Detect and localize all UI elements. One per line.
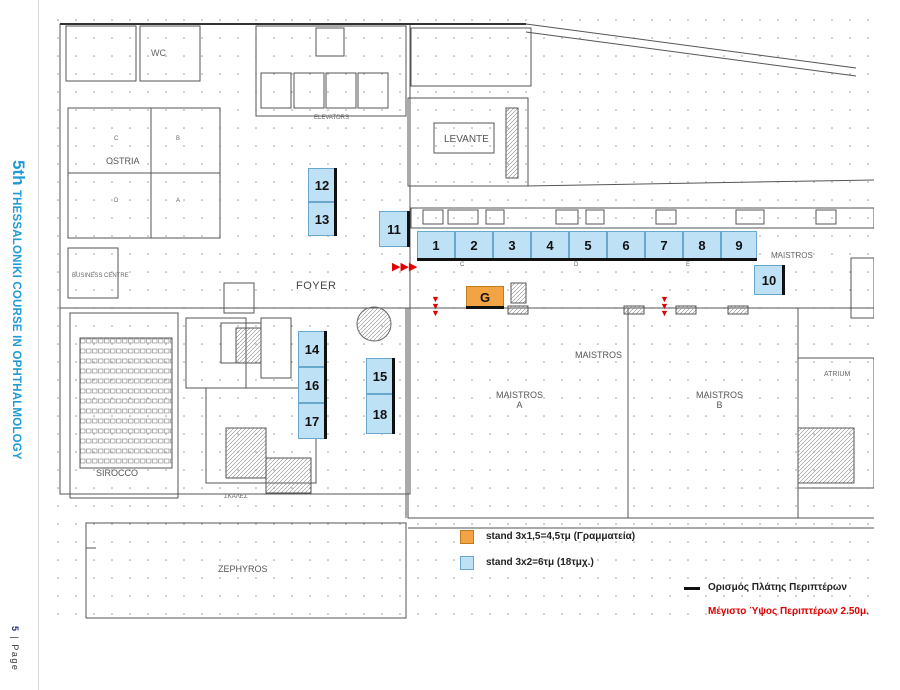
sirocco-label: SIROCCO <box>96 468 139 478</box>
entrance-arrows-right: ▼▼▼ <box>660 294 669 318</box>
stand-10[interactable]: 10 <box>754 265 784 295</box>
page-divider <box>38 0 39 690</box>
stand-9[interactable]: 9 <box>721 231 757 259</box>
zone-e-label: E <box>686 262 691 268</box>
stand-7[interactable]: 7 <box>645 231 683 259</box>
width-marker-12-13 <box>334 168 337 236</box>
stand-g[interactable]: G <box>466 286 504 308</box>
stand-17[interactable]: 17 <box>298 403 326 439</box>
stand-8[interactable]: 8 <box>683 231 721 259</box>
zephyros-label: ZEPHYROS <box>218 564 268 574</box>
stand-2[interactable]: 2 <box>455 231 493 259</box>
foyer-label: FOYER <box>296 280 337 292</box>
maistros-right-label: MAISTROS <box>771 251 813 260</box>
ostria-b-label: B <box>176 136 181 142</box>
ostria-label: OSTRIA <box>106 156 140 166</box>
stand-5[interactable]: 5 <box>569 231 607 259</box>
levante-label: LEVANTE <box>444 134 489 145</box>
zone-c-label: C <box>460 262 465 268</box>
ostria-d-label: D <box>114 198 119 204</box>
legend-width-dash <box>684 587 700 590</box>
course-title: 5th THESSALONIKI COURSE IN OPHTHALMOLOGY <box>2 160 32 520</box>
stairs-label: ΣΚΑΛΕΣ <box>224 494 248 500</box>
stand-15[interactable]: 15 <box>366 358 394 394</box>
entrance-arrows-mid: ▼▼▼ <box>431 294 440 318</box>
stand-13[interactable]: 13 <box>308 202 336 236</box>
wc-label: WC <box>151 48 166 58</box>
width-marker-11 <box>407 211 410 247</box>
atrium-label: ATRIUM <box>824 371 851 378</box>
stand-3[interactable]: 3 <box>493 231 531 259</box>
ostria-a-label: A <box>176 198 181 204</box>
ostria-c-label: C <box>114 136 119 142</box>
legend-blue-label: stand 3x2=6τμ (18τμχ.) <box>486 557 594 568</box>
width-marker-15-18 <box>392 358 395 434</box>
stand-12[interactable]: 12 <box>308 168 336 202</box>
business-centre-label: BUSINESS CENTRE <box>72 273 129 279</box>
course-edition: 5th <box>9 160 28 186</box>
floor-plan-lines <box>56 18 874 622</box>
maistros-corridor-label: MAISTROS <box>575 350 623 360</box>
width-marker-14-17 <box>324 331 327 439</box>
stand-6[interactable]: 6 <box>607 231 645 259</box>
legend-orange-label: stand 3x1,5=4,5τμ (Γραμματεία) <box>486 531 636 542</box>
elevators-label: ELEVATORS <box>314 115 350 121</box>
stand-18[interactable]: 18 <box>366 394 394 434</box>
width-marker-10 <box>782 265 785 295</box>
stand-1[interactable]: 1 <box>417 231 455 259</box>
stand-16[interactable]: 16 <box>298 367 326 403</box>
legend-blue-swatch <box>460 556 474 570</box>
legend-width-label: Ορισμός Πλάτης Περιπτέρων <box>708 582 847 593</box>
legend-max-height-label: Μέγιστο Ύψος Περιπτέρων 2.50μ. <box>708 606 869 617</box>
width-marker-g <box>466 306 504 309</box>
stand-4[interactable]: 4 <box>531 231 569 259</box>
legend-orange-swatch <box>460 530 474 544</box>
zone-d-label: D <box>574 262 579 268</box>
stand-11[interactable]: 11 <box>379 211 409 247</box>
stand-14[interactable]: 14 <box>298 331 326 367</box>
floor-plan: WC ELEVATORS OSTRIA C B D A BUSINESS CEN… <box>56 18 874 622</box>
entrance-arrows-left: ▶▶▶ <box>392 261 418 273</box>
width-marker-row <box>417 258 757 261</box>
course-name: THESSALONIKI COURSE IN OPHTHALMOLOGY <box>10 189 22 460</box>
page-number: 5 | Page <box>10 626 20 672</box>
